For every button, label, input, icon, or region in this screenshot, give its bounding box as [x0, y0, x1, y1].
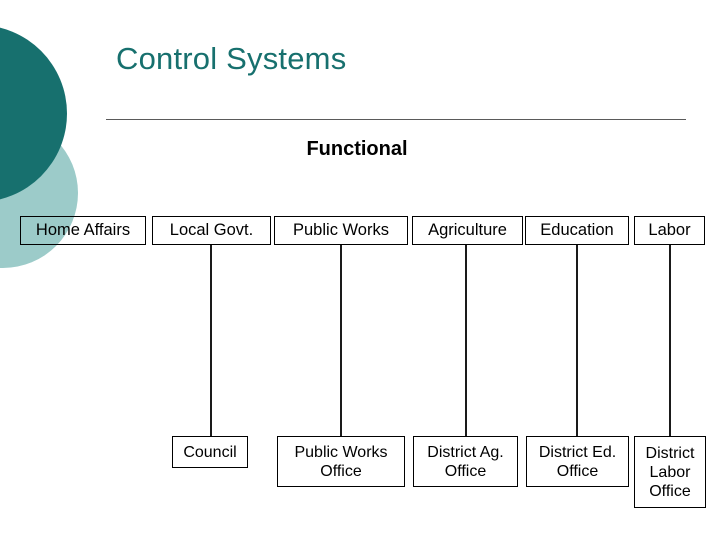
connector-labor-to-district-labor-office: [669, 245, 671, 436]
node-function-labor[interactable]: Labor: [634, 216, 705, 245]
page-title: Control Systems: [116, 41, 347, 76]
connector-education-to-district-ed-office: [576, 245, 578, 436]
section-subtitle: Functional: [0, 138, 720, 161]
node-office-district-ed-office[interactable]: District Ed. Office: [526, 436, 629, 487]
node-function-public-works[interactable]: Public Works: [274, 216, 408, 245]
connector-agriculture-to-district-ag-office: [465, 245, 467, 436]
node-office-district-labor-office[interactable]: District Labor Office: [634, 436, 706, 508]
title-divider: [106, 119, 686, 120]
node-office-district-ag-office[interactable]: District Ag. Office: [413, 436, 518, 487]
connector-local-govt-to-council: [210, 245, 212, 436]
node-function-home-affairs[interactable]: Home Affairs: [20, 216, 146, 245]
section-subtitle-label: Functional: [306, 138, 408, 160]
node-office-council[interactable]: Council: [172, 436, 248, 468]
node-function-education[interactable]: Education: [525, 216, 629, 245]
node-function-agriculture[interactable]: Agriculture: [412, 216, 523, 245]
node-function-local-govt[interactable]: Local Govt.: [152, 216, 271, 245]
node-office-public-works-office[interactable]: Public Works Office: [277, 436, 405, 487]
connector-public-works-to-public-works-office: [340, 245, 342, 436]
